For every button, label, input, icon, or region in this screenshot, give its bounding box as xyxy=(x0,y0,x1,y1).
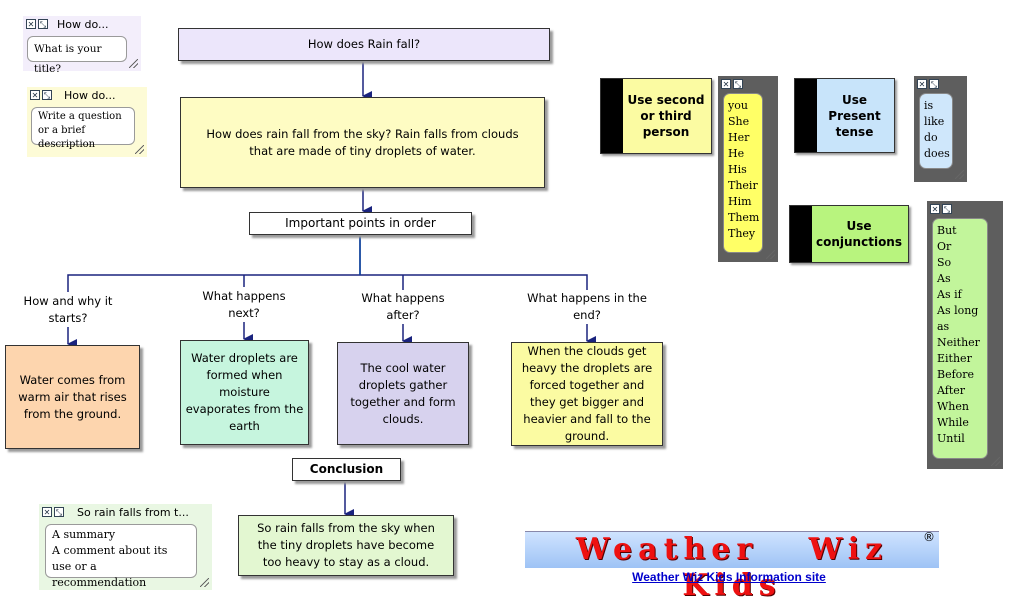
tip-bar xyxy=(601,79,623,153)
stage-4-question: What happens in the end? xyxy=(527,291,647,322)
tip-tense[interactable]: Use Present tense xyxy=(794,78,895,153)
word-item: As xyxy=(937,272,951,285)
word-item: Their xyxy=(728,179,758,192)
note-title: How do... xyxy=(64,89,116,102)
registered-mark: ® xyxy=(923,530,935,544)
word-item: Either xyxy=(937,352,972,365)
word-item: She xyxy=(728,115,750,128)
stage-1-answer[interactable]: Water comes from warm air that rises fro… xyxy=(5,345,140,449)
word-list: is like do does xyxy=(919,93,953,169)
word-item: Before xyxy=(937,368,975,381)
close-icon[interactable]: ✕ xyxy=(930,204,940,214)
close-icon[interactable]: ✕ xyxy=(917,79,927,89)
word-item: does xyxy=(924,147,950,160)
word-item: But xyxy=(937,224,957,237)
resize-grip-icon[interactable] xyxy=(766,250,775,259)
info-site-link[interactable]: Weather Wiz Kids Information site xyxy=(632,570,826,584)
sticky-note-description-hint[interactable]: ✕⤡ How do... Write a question or a brief… xyxy=(27,87,147,157)
description-box[interactable]: How does rain fall from the sky? Rain fa… xyxy=(180,97,545,188)
resize-grip-icon[interactable] xyxy=(135,145,144,154)
sticky-note-summary-hint[interactable]: ✕⤡ So rain falls from t... A summary A c… xyxy=(39,504,212,590)
tip-bar xyxy=(790,206,812,262)
conclusion-box[interactable]: So rain falls from the sky when the tiny… xyxy=(238,515,454,576)
word-item: After xyxy=(937,384,966,397)
note-text[interactable]: Write a question or a brief description xyxy=(31,107,135,150)
word-item: While xyxy=(937,416,969,429)
title-box[interactable]: How does Rain fall? xyxy=(178,28,550,61)
logo-text: Weather Wiz Kids xyxy=(575,532,889,603)
expand-icon[interactable]: ⤡ xyxy=(38,19,48,29)
weather-wiz-kids-logo[interactable]: Weather Wiz Kids ® xyxy=(525,530,939,603)
word-item: His xyxy=(728,163,747,176)
word-item: Neither xyxy=(937,336,980,349)
note-text[interactable]: A summary A comment about its use or a r… xyxy=(45,524,197,589)
word-item: They xyxy=(728,227,756,240)
word-item: So xyxy=(937,256,952,269)
word-item: Him xyxy=(728,195,752,208)
resize-grip-icon[interactable] xyxy=(200,578,209,587)
important-points-header[interactable]: Important points in order xyxy=(249,212,472,235)
expand-icon[interactable]: ⤡ xyxy=(54,507,64,517)
close-icon[interactable]: ✕ xyxy=(26,19,36,29)
expand-icon[interactable]: ⤡ xyxy=(942,204,952,214)
word-item: do xyxy=(924,131,938,144)
branch-lines xyxy=(67,235,588,292)
word-item: Until xyxy=(937,432,965,445)
expand-icon[interactable]: ⤡ xyxy=(42,90,52,100)
expand-icon[interactable]: ⤡ xyxy=(733,79,743,89)
word-item: As if xyxy=(937,288,962,301)
stage-4-answer[interactable]: When the clouds get heavy the droplets a… xyxy=(511,342,663,446)
conclusion-label[interactable]: Conclusion xyxy=(292,458,401,481)
close-icon[interactable]: ✕ xyxy=(30,90,40,100)
resize-grip-icon[interactable] xyxy=(129,59,138,68)
word-item: Her xyxy=(728,131,750,144)
note-text[interactable]: What is your title? xyxy=(27,36,127,75)
word-item: He xyxy=(728,147,745,160)
resize-grip-icon[interactable] xyxy=(955,170,964,179)
word-item: Them xyxy=(728,211,760,224)
close-icon[interactable]: ✕ xyxy=(42,507,52,517)
word-panel-tense[interactable]: ✕⤡ is like do does xyxy=(914,76,967,182)
note-title: How do... xyxy=(57,18,109,31)
note-title: So rain falls from t... xyxy=(77,506,189,519)
stage-2-question: What happens next? xyxy=(202,289,286,320)
word-item: As long as xyxy=(937,304,979,333)
resize-grip-icon[interactable] xyxy=(991,457,1000,466)
tip-conjunctions[interactable]: Use conjunctions xyxy=(789,205,909,263)
word-item: When xyxy=(937,400,969,413)
stage-1-question: How and why it starts? xyxy=(23,294,113,325)
tip-bar xyxy=(795,79,817,152)
word-item: Or xyxy=(937,240,952,253)
tip-tense-label: Use Present tense xyxy=(828,92,881,139)
word-item: like xyxy=(924,115,945,128)
expand-icon[interactable]: ⤡ xyxy=(929,79,939,89)
tip-conjunctions-label: Use conjunctions xyxy=(816,219,902,249)
tip-person[interactable]: Use second or third person xyxy=(600,78,712,154)
tip-person-label: Use second or third person xyxy=(627,93,705,139)
stage-3-answer[interactable]: The cool water droplets gather together … xyxy=(337,342,469,445)
close-icon[interactable]: ✕ xyxy=(721,79,731,89)
stage-3-question: What happens after? xyxy=(361,291,445,322)
word-item: is xyxy=(924,99,934,112)
word-item: you xyxy=(728,99,748,112)
sticky-note-title-hint[interactable]: ✕⤡ How do... What is your title? xyxy=(23,16,141,75)
stage-2-answer[interactable]: Water droplets are formed when moisture … xyxy=(180,340,309,445)
